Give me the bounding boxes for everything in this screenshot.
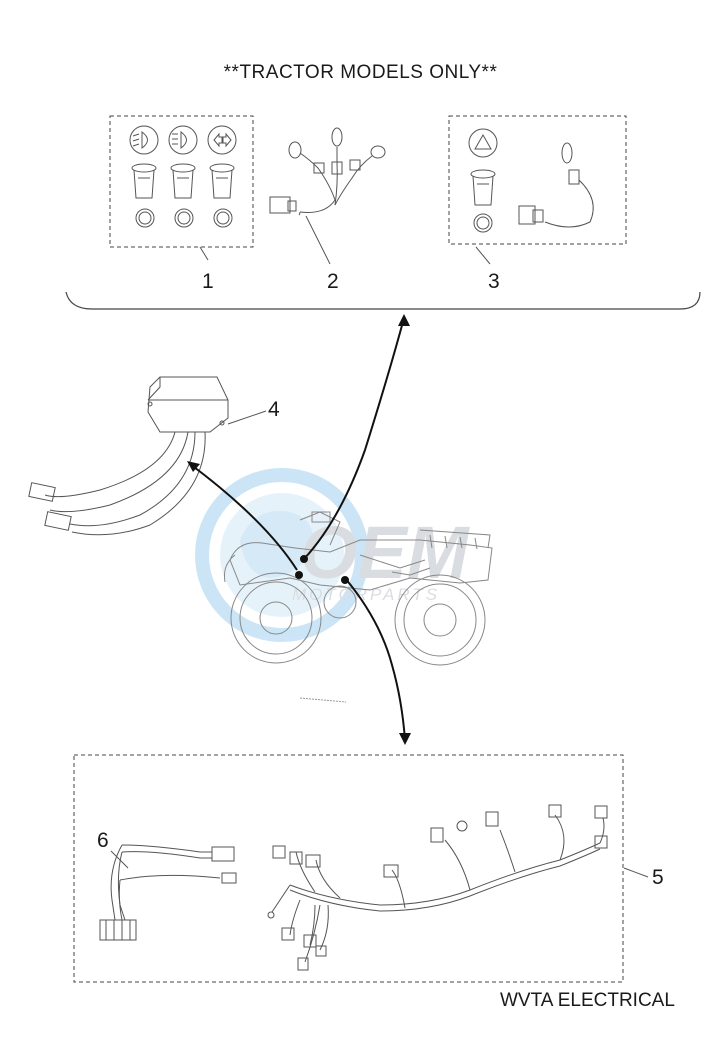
callout-2: 2 [327,270,339,293]
atv-vehicle [224,511,493,703]
kit-1-parts [129,125,237,228]
kit-2-bulb-harness [269,127,386,216]
lamp-holder-3 [209,163,235,199]
callout-3: 3 [488,270,500,293]
pointer-arrows [189,317,406,741]
kit-3-parts [468,128,594,233]
control-module [28,376,229,536]
diagram-caption: WVTA ELECTRICAL [500,990,675,1011]
watermark-text: OEM [300,511,470,594]
callout-5: 5 [652,866,664,889]
arrow-heads [187,314,411,745]
watermark-subtext: MOTORPARTS [292,585,440,604]
page-title: **TRACTOR MODELS ONLY** [223,62,498,83]
lamp-holder-1 [131,163,157,199]
headlight-low-icon [129,125,159,155]
kit-box-3 [448,115,627,245]
hazard-triangle-icon [468,128,498,158]
main-harness [267,804,608,971]
group-brace [65,291,701,310]
callout-6: 6 [97,829,109,852]
callout-1: 1 [202,270,214,293]
turn-signal-icon [207,125,237,155]
lamp-holder-2 [170,163,196,199]
headlight-high-icon [168,125,198,155]
kit-box-1 [109,115,254,248]
sub-harness [99,844,237,941]
kit-box-5 [73,754,624,983]
callout-4: 4 [268,398,280,421]
watermark-logo: OEM MOTORPARTS [195,468,470,642]
